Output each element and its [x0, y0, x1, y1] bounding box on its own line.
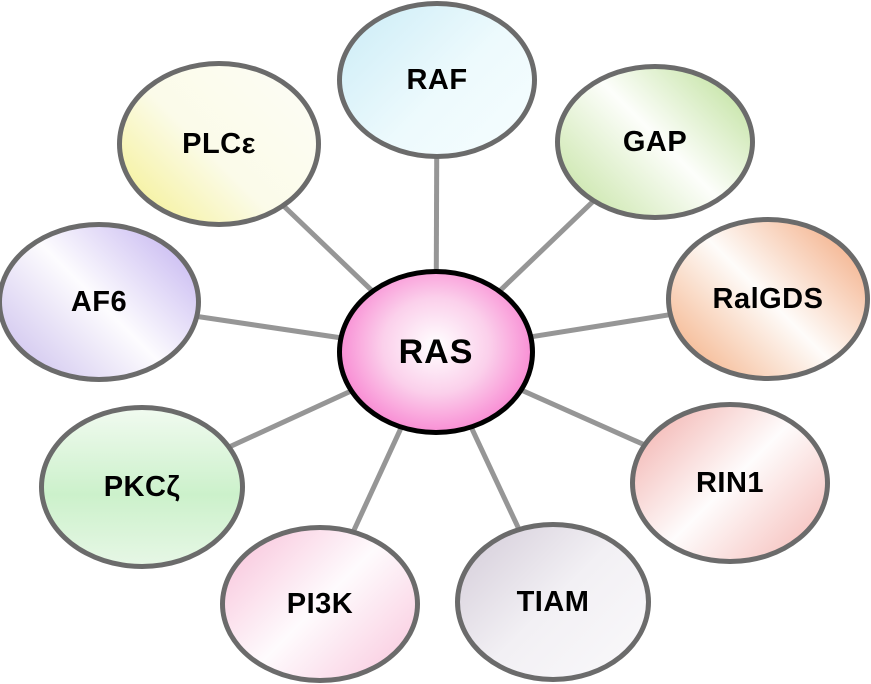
node-pkcz-label: PKCζ: [103, 470, 181, 503]
node-ras-center: RAS: [337, 269, 535, 435]
node-pi3k: PI3K: [220, 525, 420, 683]
node-gap: GAP: [555, 64, 755, 220]
node-ras-label: RAS: [398, 332, 474, 371]
node-raf: RAF: [337, 1, 537, 159]
node-ralgds: RalGDS: [666, 217, 870, 381]
node-pi3k-label: PI3K: [286, 587, 354, 620]
node-af6-label: AF6: [70, 285, 128, 318]
node-tiam: TIAM: [455, 522, 651, 682]
node-rin1-label: RIN1: [695, 466, 765, 499]
node-rin1: RIN1: [630, 402, 830, 564]
node-gap-label: GAP: [622, 125, 688, 158]
node-plce-label: PLCε: [182, 127, 256, 160]
node-af6: AF6: [0, 222, 201, 382]
node-tiam-label: TIAM: [516, 585, 590, 618]
node-ralgds-label: RalGDS: [712, 282, 824, 315]
node-plce: PLCε: [117, 61, 321, 227]
node-raf-label: RAF: [406, 63, 468, 96]
node-pkcz: PKCζ: [39, 405, 245, 569]
